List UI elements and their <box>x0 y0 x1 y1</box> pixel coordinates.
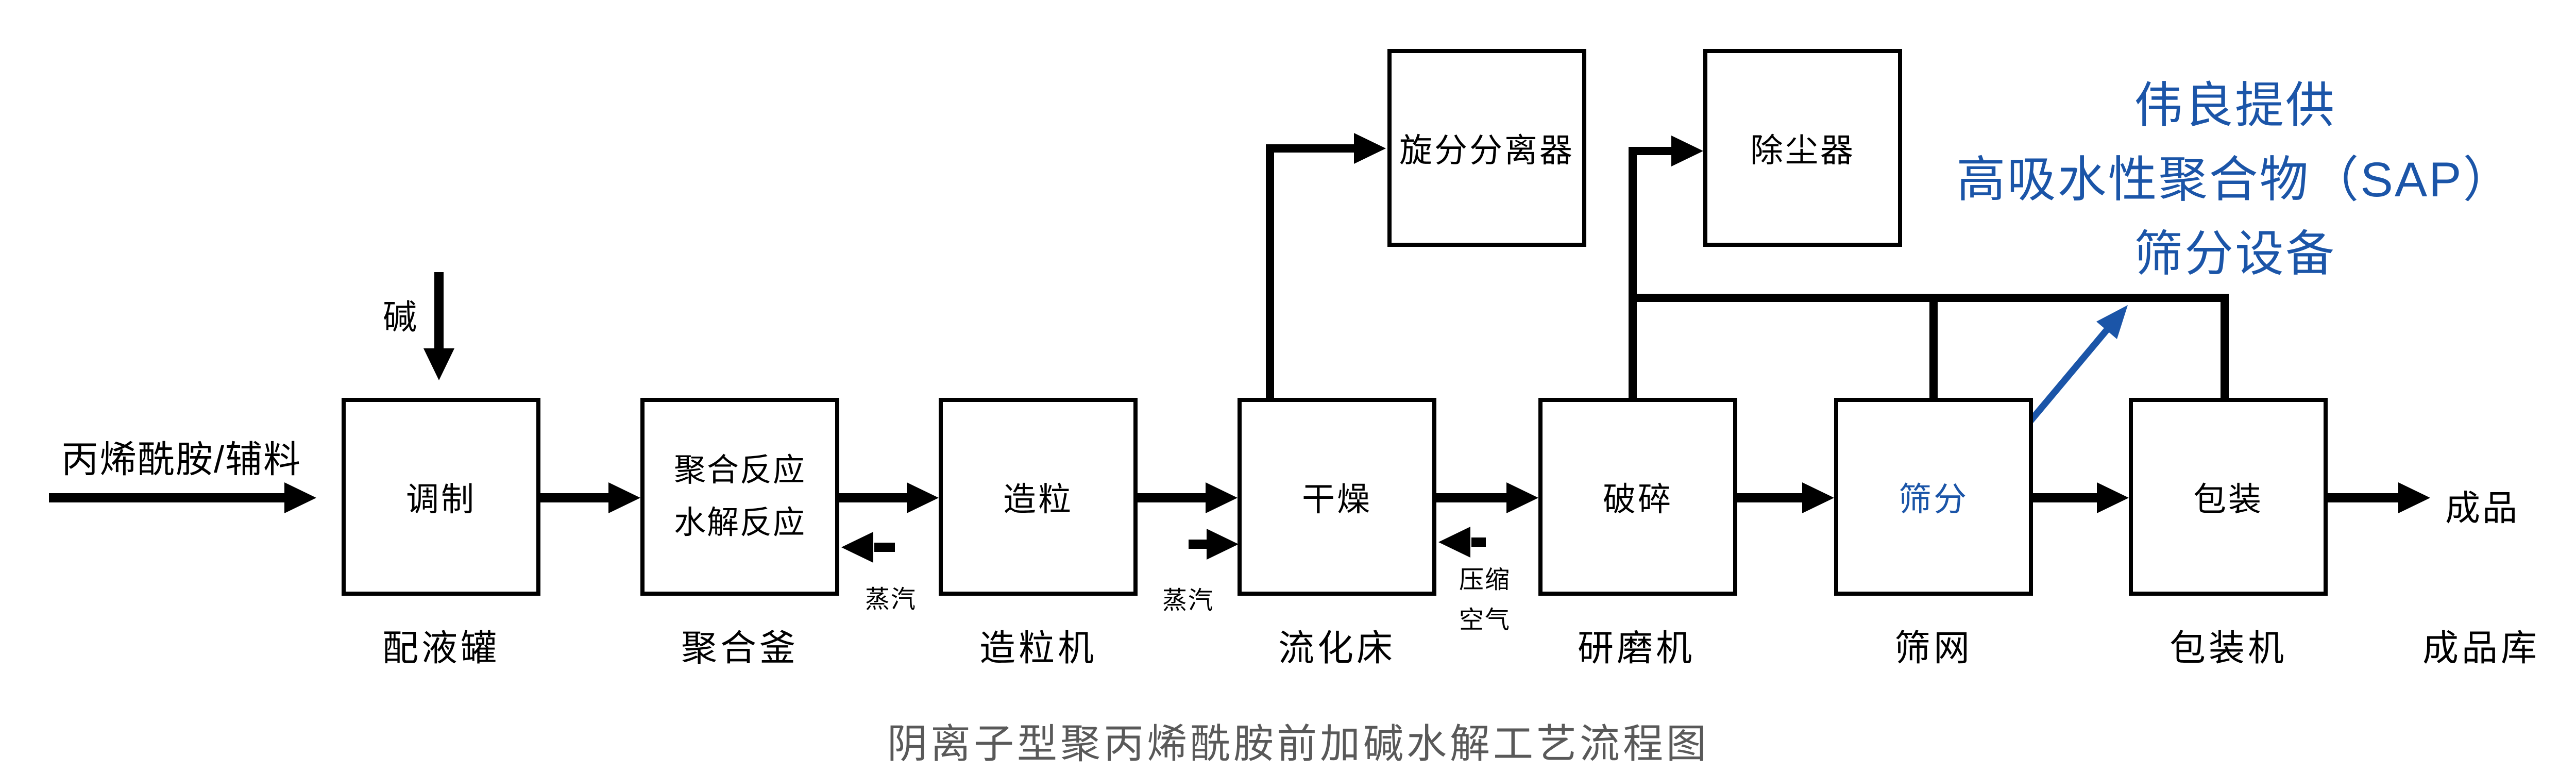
vendor-callout-line2: 高吸水性聚合物（SAP） <box>1956 153 2514 207</box>
arrowhead-ganzao <box>1206 482 1238 513</box>
feed-arrowhead <box>284 482 316 513</box>
dust-header-line <box>1633 294 2229 400</box>
air-arrowhead <box>1438 527 1470 558</box>
label-chengpinku: 成品库 <box>2422 628 2540 668</box>
steam1-text: 蒸汽 <box>865 586 917 613</box>
air-text-line2: 空气 <box>1459 607 1511 634</box>
alkali-arrowhead <box>423 348 454 380</box>
vendor-callout: 伟良提供 高吸水性聚合物（SAP） 筛分设备 <box>1956 69 2513 291</box>
diagram-title: 阴离子型聚丙烯酰胺前加碱水解工艺流程图 <box>887 721 1710 766</box>
air-text-line1: 压缩 <box>1459 566 1511 594</box>
arrowhead-xuanfen <box>1354 133 1386 164</box>
arrowhead-juhe <box>608 482 640 513</box>
box-shaifen: 筛分 <box>1834 398 2033 596</box>
arrowhead-zaoli <box>907 482 939 513</box>
steam2-arrowhead <box>1207 529 1239 560</box>
arrowhead-baozhuang <box>2097 482 2129 513</box>
arrowhead-chuchen <box>1671 136 1703 166</box>
label-zaoliji: 造粒机 <box>979 628 1097 668</box>
arrowhead-product <box>2398 482 2430 513</box>
label-peiyeguan: 配液罐 <box>382 628 500 668</box>
arrowhead-posui <box>1506 482 1538 513</box>
box-shaifen-label: 筛分 <box>1899 481 1969 518</box>
box-ganzao-label: 干燥 <box>1302 481 1372 518</box>
callout-arrowhead <box>2096 305 2128 339</box>
box-posui: 破碎 <box>1538 398 1737 596</box>
product-text: 成品 <box>2445 489 2520 528</box>
box-tiaozhi-label: 调制 <box>406 481 476 518</box>
box-ganzao: 干燥 <box>1238 398 1436 596</box>
box-zaoli-label: 造粒 <box>1003 481 1073 518</box>
riser-posui-chuchen <box>1629 147 1671 400</box>
box-chuchen: 除尘器 <box>1703 49 1902 247</box>
box-xuanfen: 旋分分离器 <box>1387 49 1586 247</box>
box-baozhuang-label: 包装 <box>2193 481 2263 518</box>
label-yanmoji: 研磨机 <box>1578 628 1695 668</box>
alkali-text: 碱 <box>383 298 417 336</box>
feed-text: 丙烯酰胺/辅料 <box>61 439 302 481</box>
steam2-text: 蒸汽 <box>1162 587 1214 614</box>
box-juhe-line1: 聚合反应 <box>673 452 806 488</box>
box-zaoli: 造粒 <box>939 398 1138 596</box>
box-juhe: 聚合反应 水解反应 <box>640 398 839 596</box>
label-baozhuangji: 包装机 <box>2170 628 2287 668</box>
riser-ganzao-xuanfen <box>1266 144 1354 400</box>
arrowhead-shaifen <box>1802 482 1834 513</box>
label-shaiwang: 筛网 <box>1894 628 1973 668</box>
label-liuhuachuang: 流化床 <box>1278 628 1396 668</box>
label-juhefu: 聚合釜 <box>681 628 799 668</box>
steam1-arrowhead <box>841 532 873 563</box>
box-baozhuang: 包装 <box>2129 398 2328 596</box>
box-chuchen-label: 除尘器 <box>1750 132 1855 169</box>
box-xuanfen-label: 旋分分离器 <box>1399 132 1574 169</box>
box-juhe-line2: 水解反应 <box>673 505 806 541</box>
box-posui-label: 破碎 <box>1603 481 1673 518</box>
vendor-callout-line3: 筛分设备 <box>2133 227 2336 281</box>
vendor-callout-line1: 伟良提供 <box>2133 78 2336 133</box>
box-tiaozhi: 调制 <box>342 398 540 596</box>
